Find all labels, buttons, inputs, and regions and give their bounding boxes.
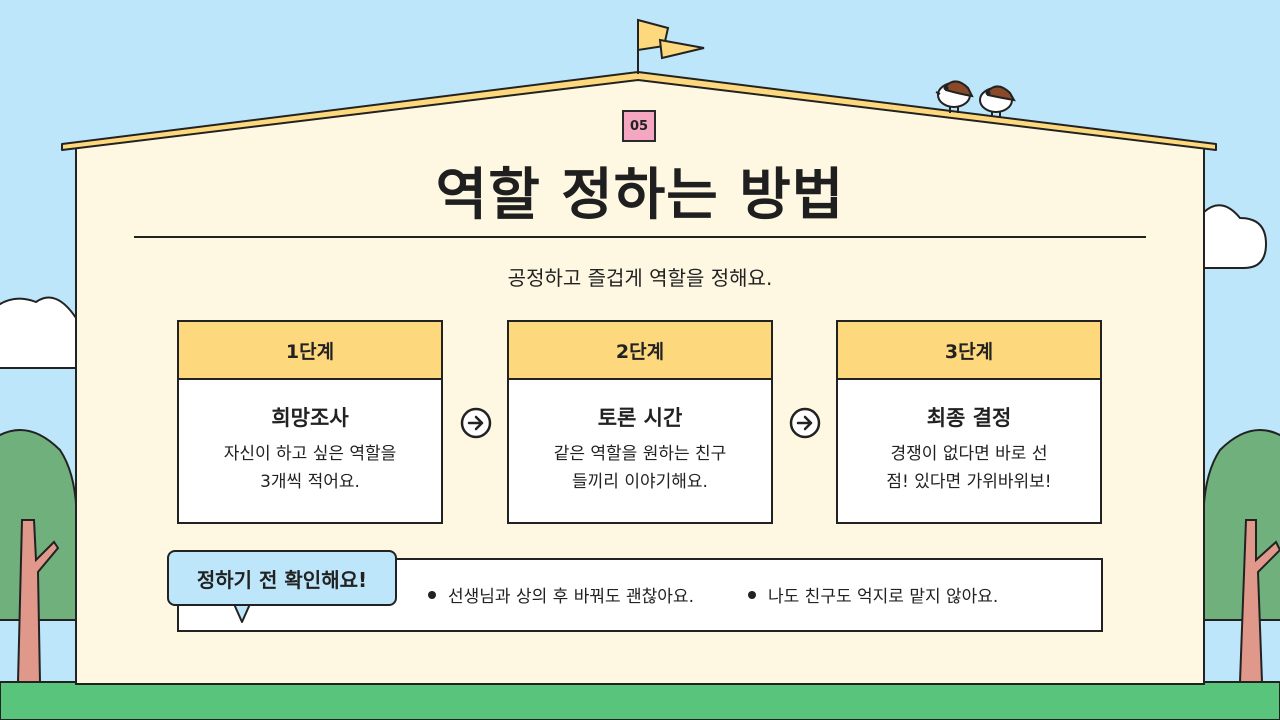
- bird-icon: [979, 85, 1016, 117]
- step-label: 2단계: [509, 322, 771, 380]
- speech-bubble-tail: [233, 604, 251, 623]
- cloud-icon: [0, 296, 77, 369]
- grass: [0, 681, 1280, 720]
- step-title: 희망조사: [271, 406, 349, 430]
- page-subtitle: 공정하고 즐겁게 역할을 정해요.: [507, 266, 773, 290]
- arrow-right-circle-icon: [460, 407, 492, 439]
- check-item-text: 선생님과 상의 후 바꿔도 괜찮아요.: [448, 587, 694, 607]
- check-item-text: 나도 친구도 억지로 맡지 않아요.: [768, 587, 999, 607]
- step-label: 1단계: [179, 322, 441, 380]
- tree-icon: [1202, 429, 1280, 683]
- step-description: 경쟁이 없다면 바로 선 점! 있다면 가위바위보!: [886, 444, 1052, 492]
- bullet-icon: [748, 590, 756, 599]
- tree-icon: [0, 429, 78, 683]
- step-card-1: 1단계 희망조사 자신이 하고 싶은 역할을 3개씩 적어요.: [177, 320, 443, 524]
- step-description: 자신이 하고 싶은 역할을 3개씩 적어요.: [223, 444, 397, 492]
- bird-icon: [935, 80, 974, 113]
- page-title: 역할 정하는 방법: [435, 163, 845, 228]
- step-label: 3단계: [838, 322, 1100, 380]
- step-card-3: 3단계 최종 결정 경쟁이 없다면 바로 선 점! 있다면 가위바위보!: [836, 320, 1102, 524]
- check-speech-bubble: 정하기 전 확인해요!: [167, 550, 397, 606]
- step-description: 같은 역할을 원하는 친구 들끼리 이야기해요.: [553, 444, 727, 492]
- slide-number-badge: 05: [622, 110, 656, 142]
- check-item: 나도 친구도 억지로 맡지 않아요.: [748, 582, 998, 607]
- step-title: 토론 시간: [597, 406, 683, 430]
- flag-icon: [637, 18, 705, 74]
- arrow-right-circle-icon: [789, 407, 821, 439]
- cloud-icon: [1203, 204, 1268, 269]
- check-item: 선생님과 상의 후 바꿔도 괜찮아요.: [428, 582, 694, 607]
- title-divider: [134, 236, 1146, 238]
- bullet-icon: [428, 590, 436, 599]
- step-title: 최종 결정: [926, 406, 1012, 430]
- step-card-2: 2단계 토론 시간 같은 역할을 원하는 친구 들끼리 이야기해요.: [507, 320, 773, 524]
